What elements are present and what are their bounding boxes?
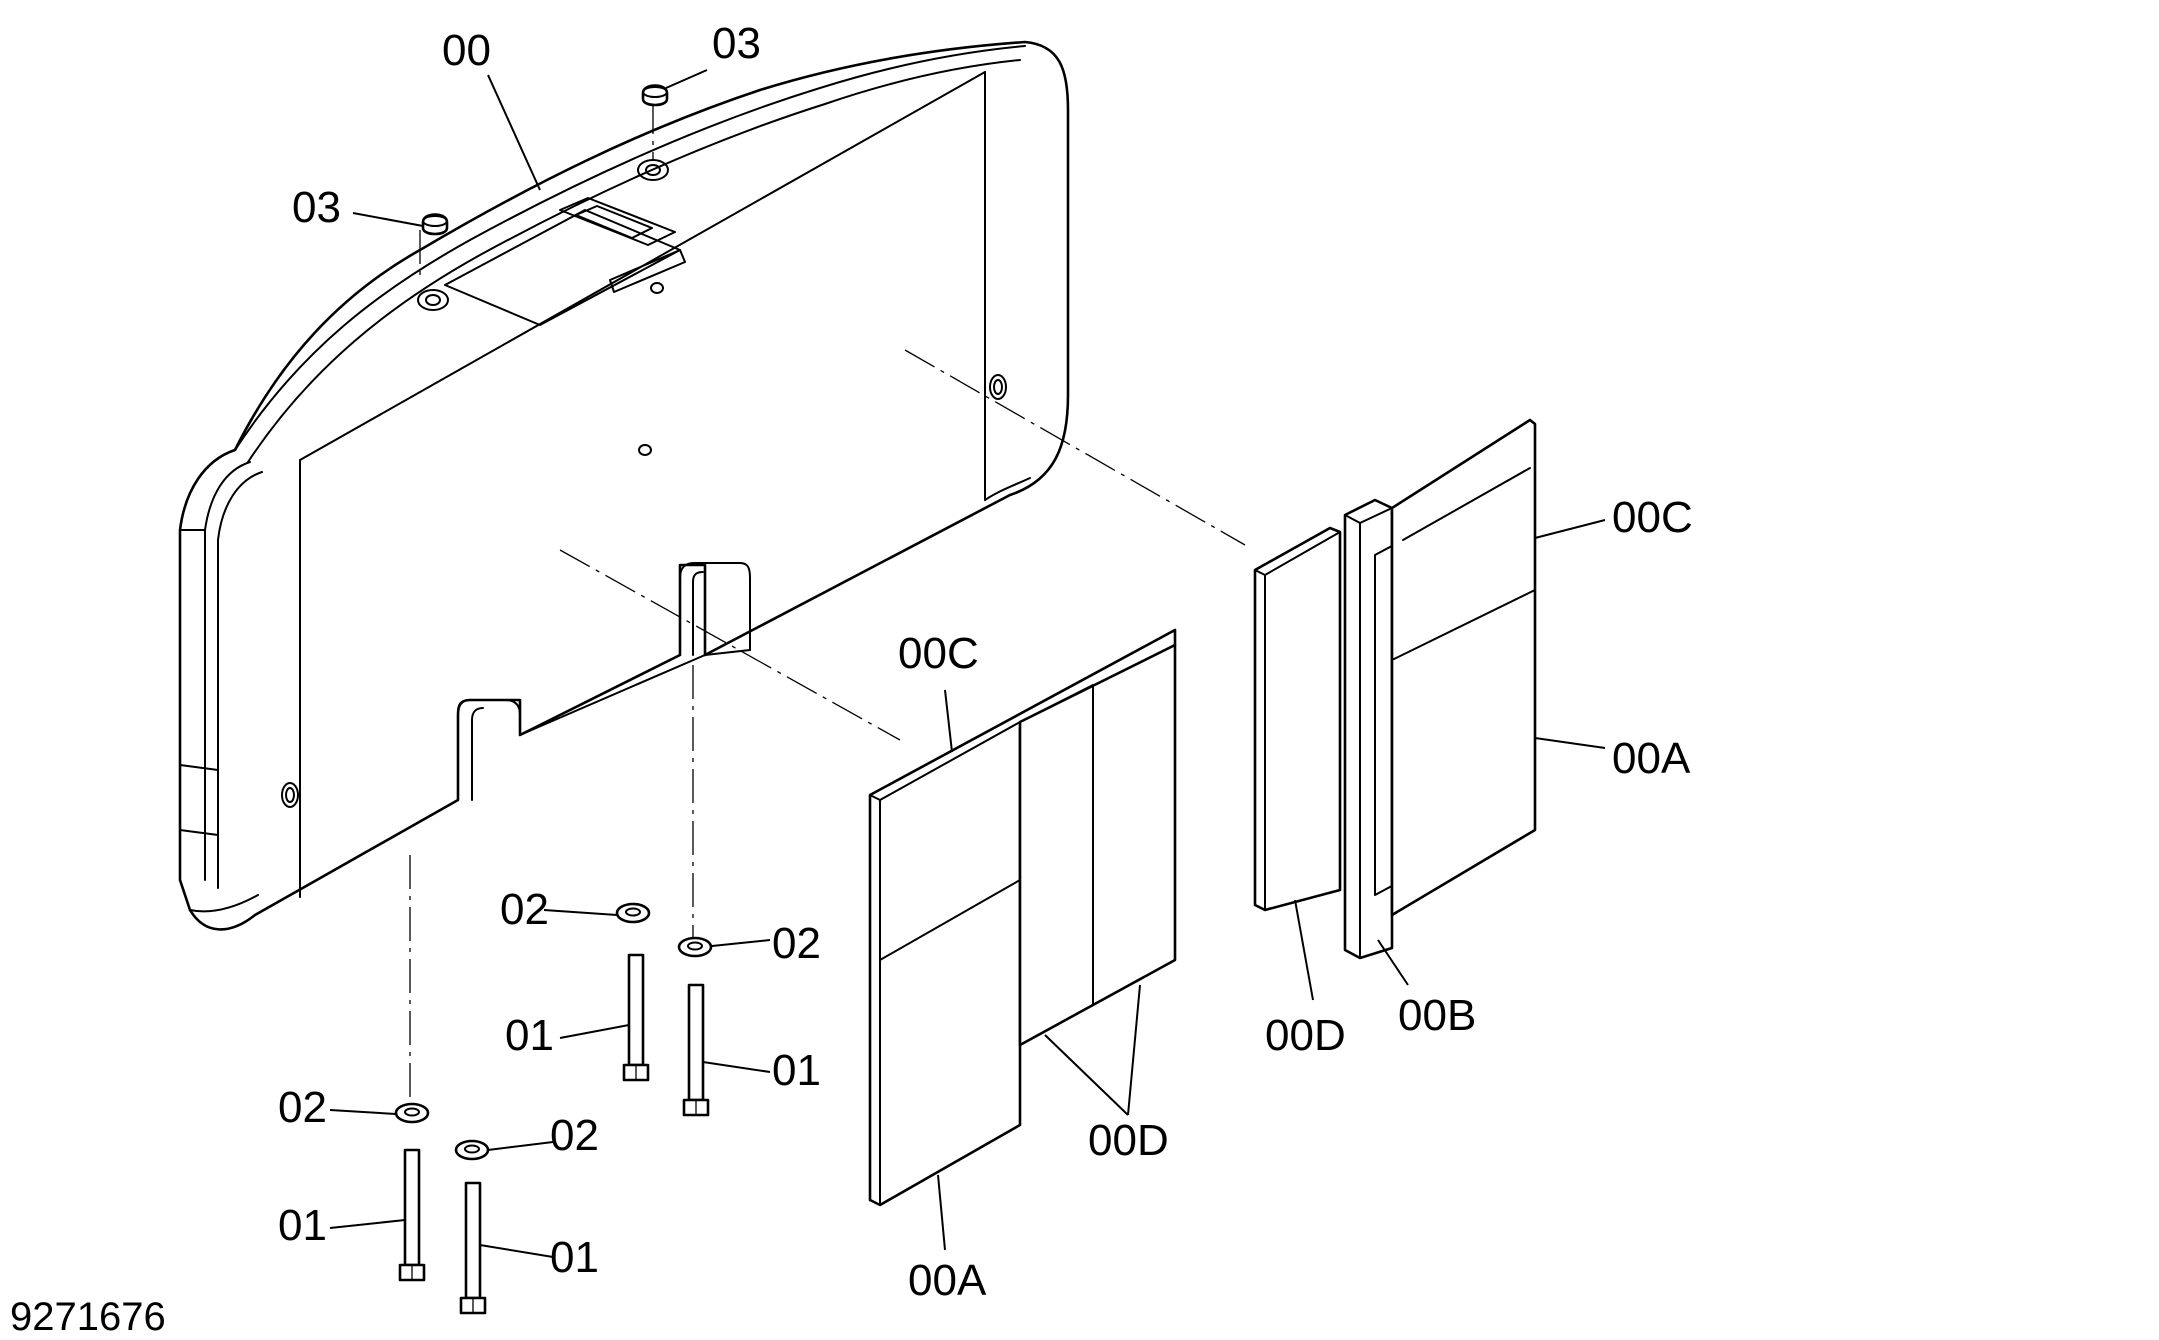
- callout-00: 00: [442, 26, 491, 75]
- plate-stack-back: [1253, 418, 1537, 960]
- callout-02-mid-right: 02: [772, 919, 821, 968]
- callout-00A-front: 00A: [908, 1256, 987, 1305]
- washer-02-a: [615, 902, 651, 924]
- bolt-01-b: [682, 983, 710, 1117]
- callout-01-low-right: 01: [550, 1233, 599, 1282]
- leader-lines: [329, 69, 1606, 1258]
- drawing-number: 9271676: [10, 1295, 166, 1339]
- callout-03-top: 03: [712, 19, 761, 68]
- callout-00B: 00B: [1398, 991, 1476, 1040]
- callout-00C-back: 00C: [1612, 493, 1693, 542]
- callout-00D-front: 00D: [1088, 1116, 1169, 1165]
- cap-03-left: [421, 213, 449, 236]
- callout-02-low-left: 02: [278, 1083, 327, 1132]
- bolt-01-d: [459, 1181, 487, 1315]
- callout-00A-back: 00A: [1612, 734, 1691, 783]
- callout-01-mid-right: 01: [772, 1046, 821, 1095]
- washer-02-b: [677, 936, 713, 958]
- washer-02-c: [394, 1102, 430, 1124]
- center-lines: [409, 100, 1246, 1105]
- callout-03-left: 03: [292, 183, 341, 232]
- counterweight-body: [178, 40, 1070, 931]
- callout-01-mid-left: 01: [505, 1011, 554, 1060]
- cap-03-right: [641, 84, 669, 107]
- callout-00C-front: 00C: [898, 629, 979, 678]
- callout-02-mid-left: 02: [500, 885, 549, 934]
- bolt-01-c: [398, 1148, 426, 1282]
- bolt-01-a: [622, 953, 650, 1082]
- callout-01-low-left: 01: [278, 1201, 327, 1250]
- callout-00D-back: 00D: [1265, 1011, 1346, 1060]
- callout-02-low-right: 02: [550, 1111, 599, 1160]
- plate-stack-front: [868, 628, 1177, 1207]
- callout-labels: 00 03 03 02 02 02 02 01 01 01 01 00C 00A…: [278, 19, 1693, 1305]
- washer-02-d: [454, 1139, 490, 1161]
